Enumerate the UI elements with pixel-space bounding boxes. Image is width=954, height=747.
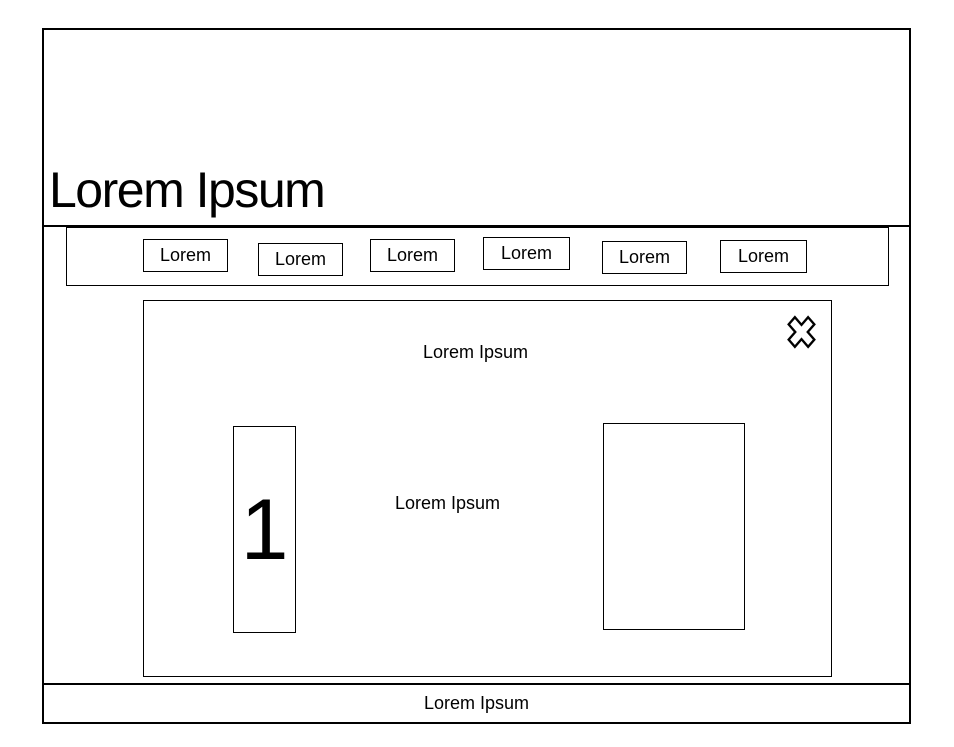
modal-body-text: Lorem Ipsum xyxy=(395,493,501,513)
page-title: Lorem Ipsum xyxy=(49,162,326,218)
image-placeholder xyxy=(603,423,745,630)
nav-button-2[interactable]: Lorem xyxy=(258,243,343,276)
footer-bar: Lorem Ipsum xyxy=(44,683,909,722)
nav-button-6[interactable]: Lorem xyxy=(720,240,807,273)
modal-title: Lorem Ipsum xyxy=(423,342,529,362)
step-number: 1 xyxy=(240,481,289,578)
nav-button-3[interactable]: Lorem xyxy=(370,239,455,272)
header-divider xyxy=(42,225,911,227)
step-box: 1 xyxy=(233,426,296,633)
footer-text: Lorem Ipsum xyxy=(423,693,530,713)
close-x-icon xyxy=(787,315,816,349)
modal-close-button[interactable] xyxy=(785,313,818,351)
nav-button-1[interactable]: Lorem xyxy=(143,239,228,272)
nav-button-5[interactable]: Lorem xyxy=(602,241,687,274)
nav-button-4[interactable]: Lorem xyxy=(483,237,570,270)
